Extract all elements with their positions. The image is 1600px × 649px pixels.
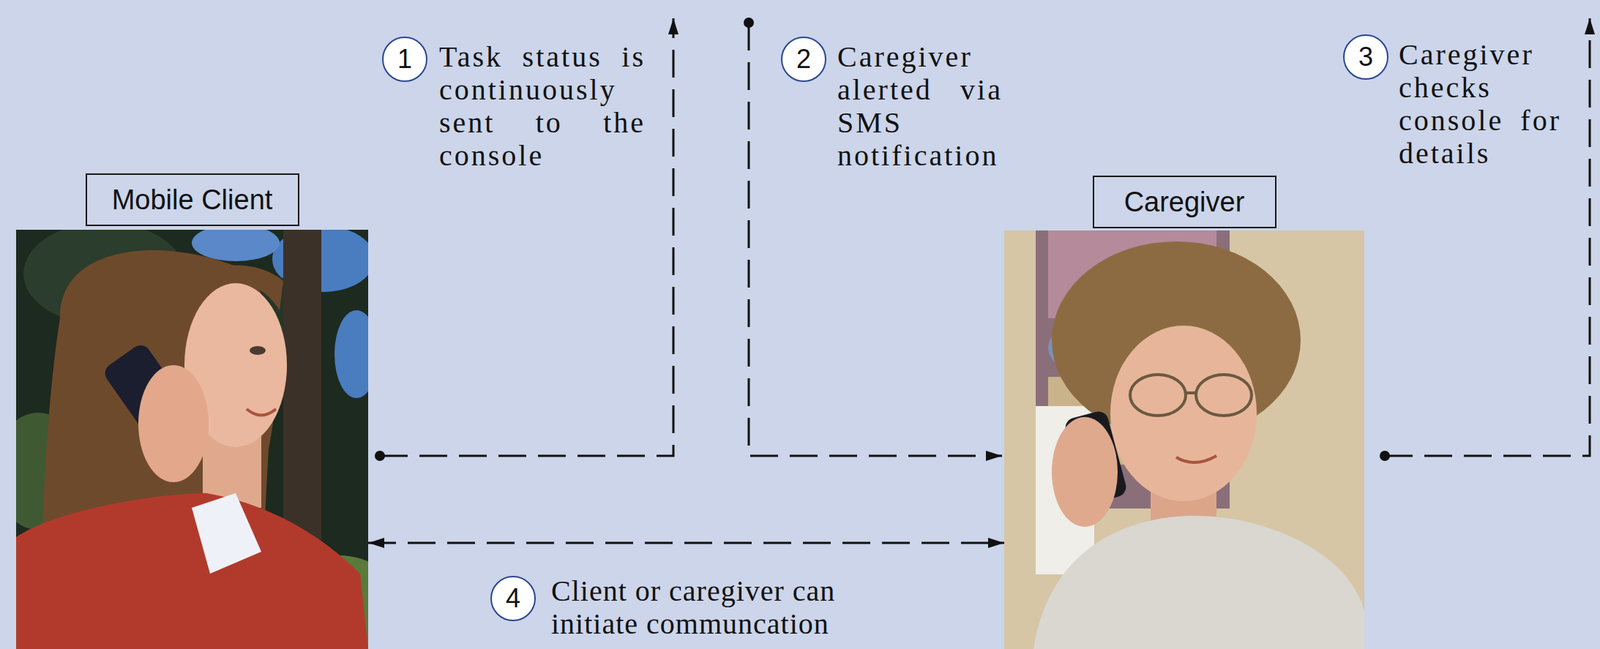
name-tag: Mobile Client: [85, 173, 300, 227]
callout-number: 4: [490, 576, 536, 622]
line-dot: [1379, 450, 1390, 462]
line-dot: [374, 450, 385, 462]
node-label: Caregiver: [1124, 186, 1246, 219]
communication-link: [368, 542, 1005, 545]
callout-text: Client or caregiver can initiate communc…: [551, 574, 896, 641]
person-panel: Caregiver: [1004, 175, 1365, 649]
name-tag: Caregiver: [1092, 175, 1277, 229]
alert-line: [748, 22, 1003, 456]
callout-text: Task status is continuously sent to the …: [439, 40, 646, 173]
callout-text: Caregiver alerted via SMS notification: [837, 40, 1003, 173]
callout-number: 3: [1343, 34, 1389, 80]
client-photo: [16, 229, 369, 649]
line-dot: [743, 17, 754, 28]
callout-text: Caregiver checks console for details: [1398, 38, 1562, 170]
check-line: [1384, 18, 1590, 456]
callout-number: 2: [780, 36, 827, 82]
caregiver-photo: [1004, 230, 1365, 649]
callout-number: 1: [382, 36, 428, 82]
status-line: [379, 18, 674, 456]
node-label: Mobile Client: [111, 184, 274, 216]
person-panel: Mobile Client: [16, 173, 369, 649]
